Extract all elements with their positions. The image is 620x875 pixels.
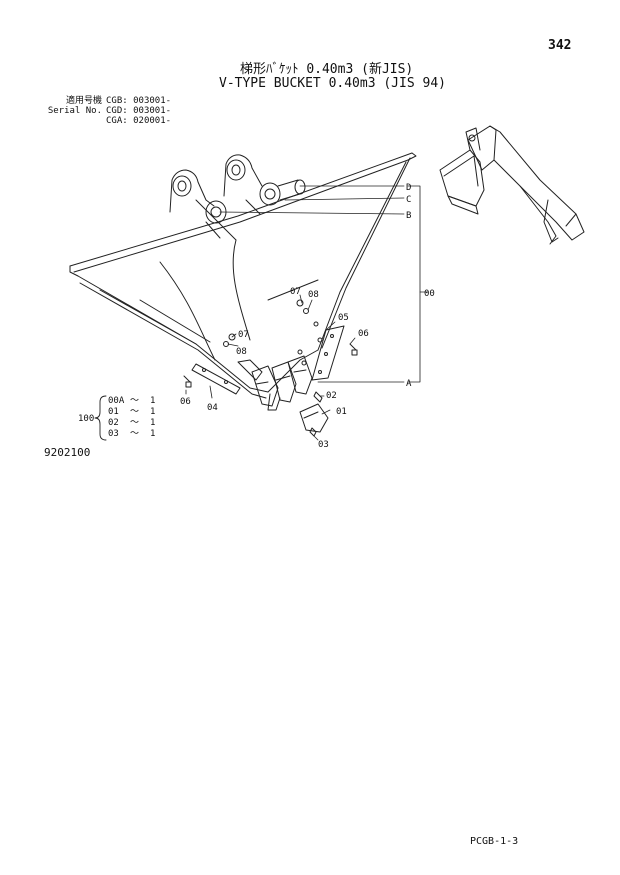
serial-label: 適用号機 bbox=[65, 96, 102, 106]
qty-part: 00A bbox=[108, 396, 125, 406]
serial-number: 003001- bbox=[133, 96, 172, 106]
callout-d: D bbox=[406, 183, 411, 193]
qty-part: 01 bbox=[108, 407, 119, 417]
qty-tilde: ～ bbox=[130, 396, 139, 406]
qty-value: 1 bbox=[150, 418, 155, 428]
page-number: 342 bbox=[548, 38, 572, 53]
qty-value: 1 bbox=[150, 396, 155, 406]
footer-code: PCGB-1-3 bbox=[470, 836, 519, 847]
callout-b: B bbox=[406, 211, 411, 221]
callout-04: 04 bbox=[207, 403, 218, 413]
title-english: V-TYPE BUCKET 0.40m3 (JIS 94) bbox=[219, 76, 446, 91]
callout-labels: D C B A 00 07 08 05 06 07 08 06 04 02 01… bbox=[180, 183, 435, 450]
machine-location-thumbnail bbox=[439, 125, 585, 245]
callout-03: 03 bbox=[318, 440, 329, 450]
leader-lines bbox=[185, 185, 429, 441]
serial-model: CGA: bbox=[106, 116, 128, 126]
side-cutter-right bbox=[311, 325, 345, 381]
title-japanese: 梯形ﾊﾞｹｯﾄ 0.40m3 (新JIS) bbox=[240, 62, 414, 77]
serial-row: Serial No. CGD: 003001- bbox=[44, 106, 171, 116]
serial-row: 適用号機 CGB: 003001- bbox=[44, 96, 171, 106]
callout-07: 07 bbox=[290, 287, 301, 297]
callout-05: 05 bbox=[338, 313, 349, 323]
qty-part: 03 bbox=[108, 429, 119, 439]
serial-model: CGB: bbox=[106, 96, 128, 106]
callout-06: 06 bbox=[358, 329, 369, 339]
qty-tilde: ～ bbox=[130, 429, 139, 439]
serial-row: CGA: 020001- bbox=[44, 116, 171, 126]
callout-08: 08 bbox=[308, 290, 319, 300]
callout-a: A bbox=[406, 379, 412, 389]
callout-02: 02 bbox=[326, 391, 337, 401]
teeth-and-adapters bbox=[237, 355, 313, 411]
bucket-mount-bosses bbox=[169, 154, 306, 241]
qty-part: 02 bbox=[108, 418, 119, 428]
serial-label: Serial No. bbox=[47, 106, 102, 116]
qty-tilde: ～ bbox=[130, 418, 139, 428]
quantity-table: 100 00A ～ 1 01 ～ 1 02 ～ 1 03 ～ 1 bbox=[78, 395, 155, 441]
serial-model: CGD: bbox=[106, 106, 128, 116]
serial-number: 020001- bbox=[133, 116, 172, 126]
qty-tilde: ～ bbox=[130, 407, 139, 417]
qty-group-number: 100 bbox=[78, 414, 94, 424]
fasteners bbox=[183, 299, 358, 388]
side-cutter-left bbox=[191, 363, 241, 395]
callout-07: 07 bbox=[238, 330, 249, 340]
callout-08: 08 bbox=[236, 347, 247, 357]
qty-value: 1 bbox=[150, 407, 155, 417]
serial-number: 003001- bbox=[133, 106, 172, 116]
callout-c: C bbox=[406, 195, 411, 205]
callout-assembly: 00 bbox=[424, 289, 435, 299]
catalog-number: 9202100 bbox=[44, 446, 91, 459]
bucket-tooth-point bbox=[299, 391, 329, 437]
callout-06: 06 bbox=[180, 397, 191, 407]
qty-value: 1 bbox=[150, 429, 155, 439]
callout-01: 01 bbox=[336, 407, 347, 417]
serial-number-block: 適用号機 CGB: 003001- Serial No. CGD: 003001… bbox=[44, 96, 171, 126]
